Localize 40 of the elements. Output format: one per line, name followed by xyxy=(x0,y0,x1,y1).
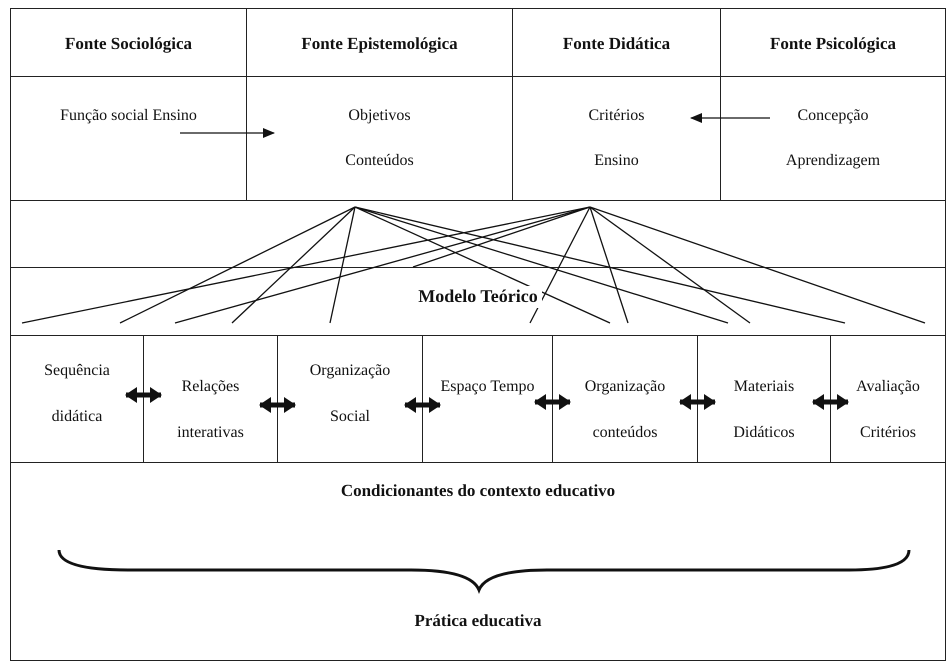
connector-line xyxy=(412,206,590,268)
column-text: Objetivos Conteúdos xyxy=(344,106,415,171)
column-heading: Fonte Epistemológica xyxy=(301,34,458,54)
model-band xyxy=(10,267,946,336)
column-heading: Fonte Psicológica xyxy=(770,34,896,54)
connector-line xyxy=(354,206,728,324)
double-arrow xyxy=(679,394,716,410)
connector-line xyxy=(589,206,629,324)
column-text: Função social Ensino xyxy=(59,106,198,126)
connector-line xyxy=(354,206,610,324)
source-column xyxy=(10,8,247,201)
cell-text: Organização Social xyxy=(308,361,392,428)
column-text: Concepção Aprendizagem xyxy=(784,106,882,171)
double-arrow xyxy=(534,394,571,410)
column-heading: Fonte Didática xyxy=(562,34,670,54)
connector-line xyxy=(590,206,750,324)
column-text: Critérios Ensino xyxy=(588,106,646,171)
double-arrow xyxy=(404,397,441,413)
connector-line xyxy=(529,206,591,324)
cell-text: Organização conteúdos xyxy=(584,377,666,444)
double-arrow xyxy=(812,394,849,410)
cell-text: Espaço Tempo xyxy=(439,377,536,397)
arrow xyxy=(690,113,770,123)
column-heading: Fonte Sociológica xyxy=(64,34,192,54)
cell-text: Relações interativas xyxy=(176,377,245,444)
cell-text: Sequência didática xyxy=(43,361,111,428)
cell-text: Avaliação Critérios xyxy=(855,377,921,444)
double-arrow xyxy=(259,397,296,413)
double-arrow xyxy=(125,387,162,403)
practice-panel xyxy=(10,462,946,661)
source-column xyxy=(720,8,946,201)
cell-text: Materiais Didáticos xyxy=(732,377,796,444)
panel-heading: Condicionantes do contexto educativo xyxy=(340,481,616,502)
panel-caption: Prática educativa xyxy=(414,611,542,632)
connector-line xyxy=(232,206,356,324)
connector-line xyxy=(354,206,846,324)
connector-line xyxy=(590,206,926,324)
connector-line xyxy=(120,206,356,324)
connector-line xyxy=(329,206,356,324)
arrow xyxy=(180,128,275,138)
